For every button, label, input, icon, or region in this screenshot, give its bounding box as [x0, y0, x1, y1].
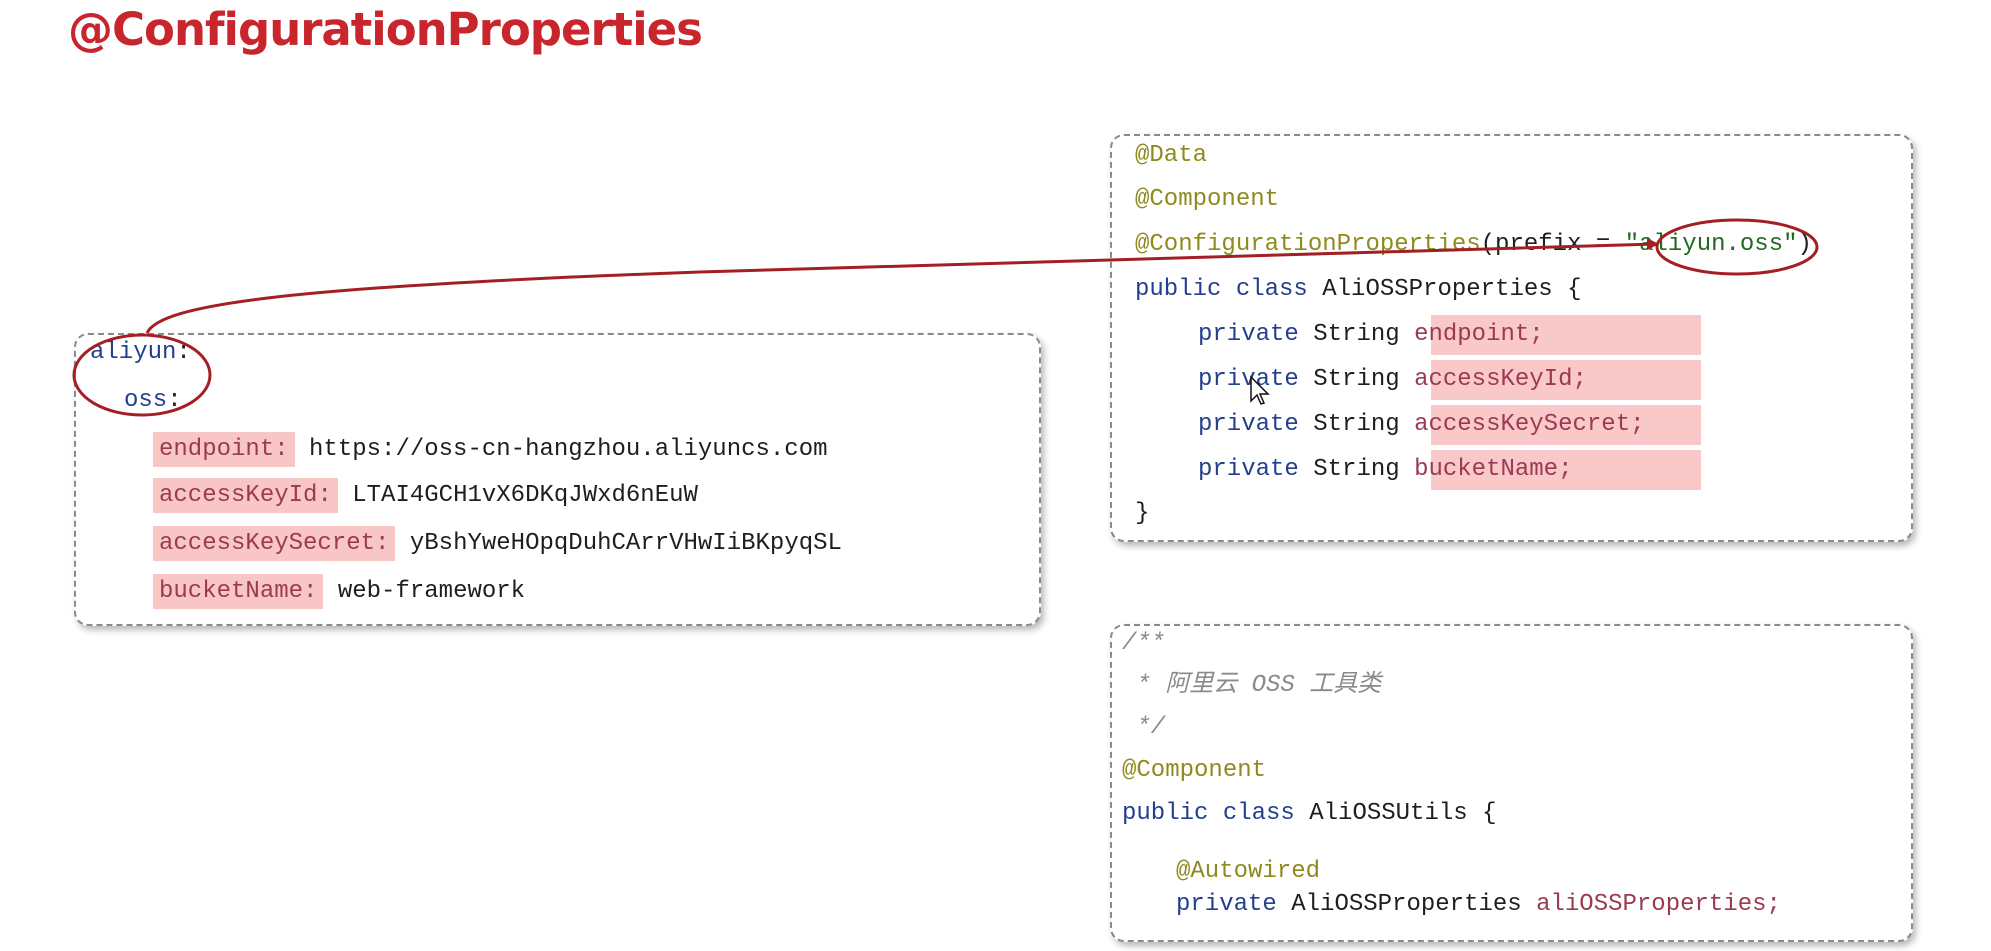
yaml-entry-key: bucketName: — [153, 574, 324, 609]
field-modifier: private — [1176, 891, 1277, 918]
field-line: private String endpoint; — [1198, 320, 1544, 350]
class-declaration: public class AliOSSProperties { — [1135, 275, 1581, 305]
field-name: endpoint; — [1414, 321, 1544, 348]
field-line: private String accessKeySecret; — [1198, 410, 1645, 440]
annotation-data: @Data — [1135, 142, 1208, 169]
field-type: String — [1313, 411, 1400, 438]
field-name: accessKeyId; — [1414, 366, 1587, 393]
class-keyword: public class — [1135, 276, 1308, 303]
class-name: AliOSSProperties { — [1322, 276, 1582, 303]
slide-title: @ConfigurationProperties — [68, 3, 703, 56]
yaml-prefix-circle — [72, 333, 212, 417]
yaml-sub-key: oss — [124, 387, 168, 414]
field-modifier: private — [1198, 366, 1299, 393]
field-line: private String bucketName; — [1198, 455, 1573, 485]
class-name: AliOSSUtils { — [1309, 800, 1497, 827]
yaml-entry-value: https://oss-cn-hangzhou.aliyuncs.com — [309, 436, 828, 463]
comment-open: /** — [1122, 630, 1166, 657]
yaml-entry: accessKeySecret: yBshYweHOpqDuhCArrVHwIi… — [153, 526, 842, 561]
yaml-entry-value: LTAI4GCH1vX6DKqJWxd6nEuW — [352, 482, 698, 509]
field-type: AliOSSProperties — [1291, 891, 1522, 918]
utils-class-box — [1110, 624, 1913, 942]
field-name: bucketName; — [1414, 456, 1573, 483]
yaml-line-oss: oss: — [124, 386, 182, 416]
yaml-entry-key: endpoint: — [153, 432, 295, 467]
field-highlight — [1431, 315, 1701, 355]
connector-arrow — [145, 238, 1659, 334]
annotation-component: @Component — [1122, 757, 1267, 784]
closing-brace: } — [1135, 500, 1150, 527]
cursor-icon — [1250, 375, 1270, 405]
yaml-root-key: aliyun — [90, 339, 177, 366]
yaml-entry: bucketName: web-framework — [153, 574, 526, 609]
field-name: aliOSSProperties; — [1536, 891, 1781, 918]
annotation-autowired: @Autowired — [1176, 858, 1321, 885]
yaml-colon: : — [167, 387, 182, 414]
field-highlight — [1431, 450, 1701, 490]
yaml-entry-value: yBshYweHOpqDuhCArrVHwIiBKpyqSL — [409, 530, 842, 557]
field-modifier: private — [1198, 321, 1299, 348]
field-name: accessKeySecret; — [1414, 411, 1645, 438]
close-paren: ) — [1797, 231, 1812, 258]
prefix-part: (prefix = — [1480, 231, 1625, 258]
yaml-entry: accessKeyId: LTAI4GCH1vX6DKqJWxd6nEuW — [153, 478, 698, 513]
field-type: String — [1313, 366, 1400, 393]
class-declaration: public class AliOSSUtils { — [1122, 799, 1496, 829]
yaml-entry: endpoint: https://oss-cn-hangzhou.aliyun… — [153, 432, 828, 467]
field-highlight — [1431, 360, 1701, 400]
comment-close: */ — [1122, 714, 1166, 741]
field-modifier: private — [1198, 411, 1299, 438]
field-type: String — [1313, 456, 1400, 483]
annotation-component: @Component — [1135, 186, 1280, 213]
autowired-field: private AliOSSProperties aliOSSPropertie… — [1176, 890, 1781, 920]
class-keyword: public class — [1122, 800, 1295, 827]
field-highlight — [1431, 405, 1701, 445]
field-line: private String accessKeyId; — [1198, 365, 1587, 395]
field-modifier: private — [1198, 456, 1299, 483]
prefix-value-circle — [1655, 218, 1819, 276]
yaml-entry-value: web-framework — [337, 578, 526, 605]
yaml-entry-key: accessKeySecret: — [153, 526, 396, 561]
field-type: String — [1313, 321, 1400, 348]
comment-body: * 阿里云 OSS 工具类 — [1122, 672, 1382, 699]
yaml-entry-key: accessKeyId: — [153, 478, 338, 513]
